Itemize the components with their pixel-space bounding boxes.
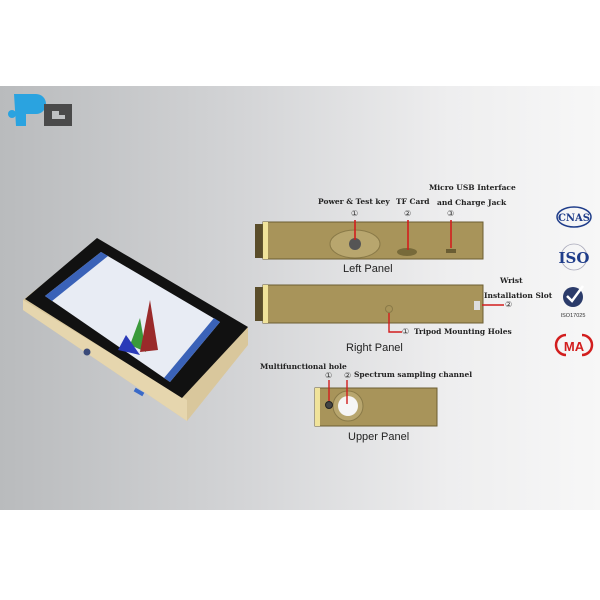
cnas-logo: CNAS [556,206,592,228]
svg-text:ISO: ISO [559,249,590,267]
iso17025-logo: ISO17025 [561,285,586,319]
callout-number: ② [505,300,513,309]
callout-number: ① [402,327,410,336]
svg-text:MA: MA [564,339,585,354]
callout-multifunctional-hole: Multifunctional hole [260,362,347,371]
svg-text:ISO17025: ISO17025 [561,313,586,319]
right-panel-drawing [255,284,504,333]
left-panel-title: Left Panel [343,263,393,275]
iso-logo: ISO [559,243,590,271]
callout-spectrum-channel: Spectrum sampling channel [354,370,473,379]
callout-charge-jack: and Charge Jack [437,198,507,207]
callout-installation-slot: Installation Slot [484,291,553,300]
callout-tripod-holes: Tripod Mounting Holes [414,327,512,336]
callout-tf-card: TF Card [396,197,430,206]
cma-logo: MA [554,333,594,357]
brand-logo [8,94,72,126]
upper-panel-title: Upper Panel [348,431,410,443]
callout-number: ② [344,371,352,380]
upper-panel-drawing [314,380,438,427]
callout-micro-usb: Micro USB Interface [429,183,516,192]
callout-number: ③ [447,209,455,218]
callout-number: ② [404,209,412,218]
left-panel-drawing [255,220,484,260]
svg-text:CNAS: CNAS [558,213,590,224]
right-panel-title: Right Panel [346,342,403,354]
callout-number: ① [325,371,333,380]
device-image [23,238,248,421]
callout-power-test-key: Power & Test key [318,197,390,206]
callout-number: ① [351,209,359,218]
callout-wrist: Wrist [500,276,523,285]
